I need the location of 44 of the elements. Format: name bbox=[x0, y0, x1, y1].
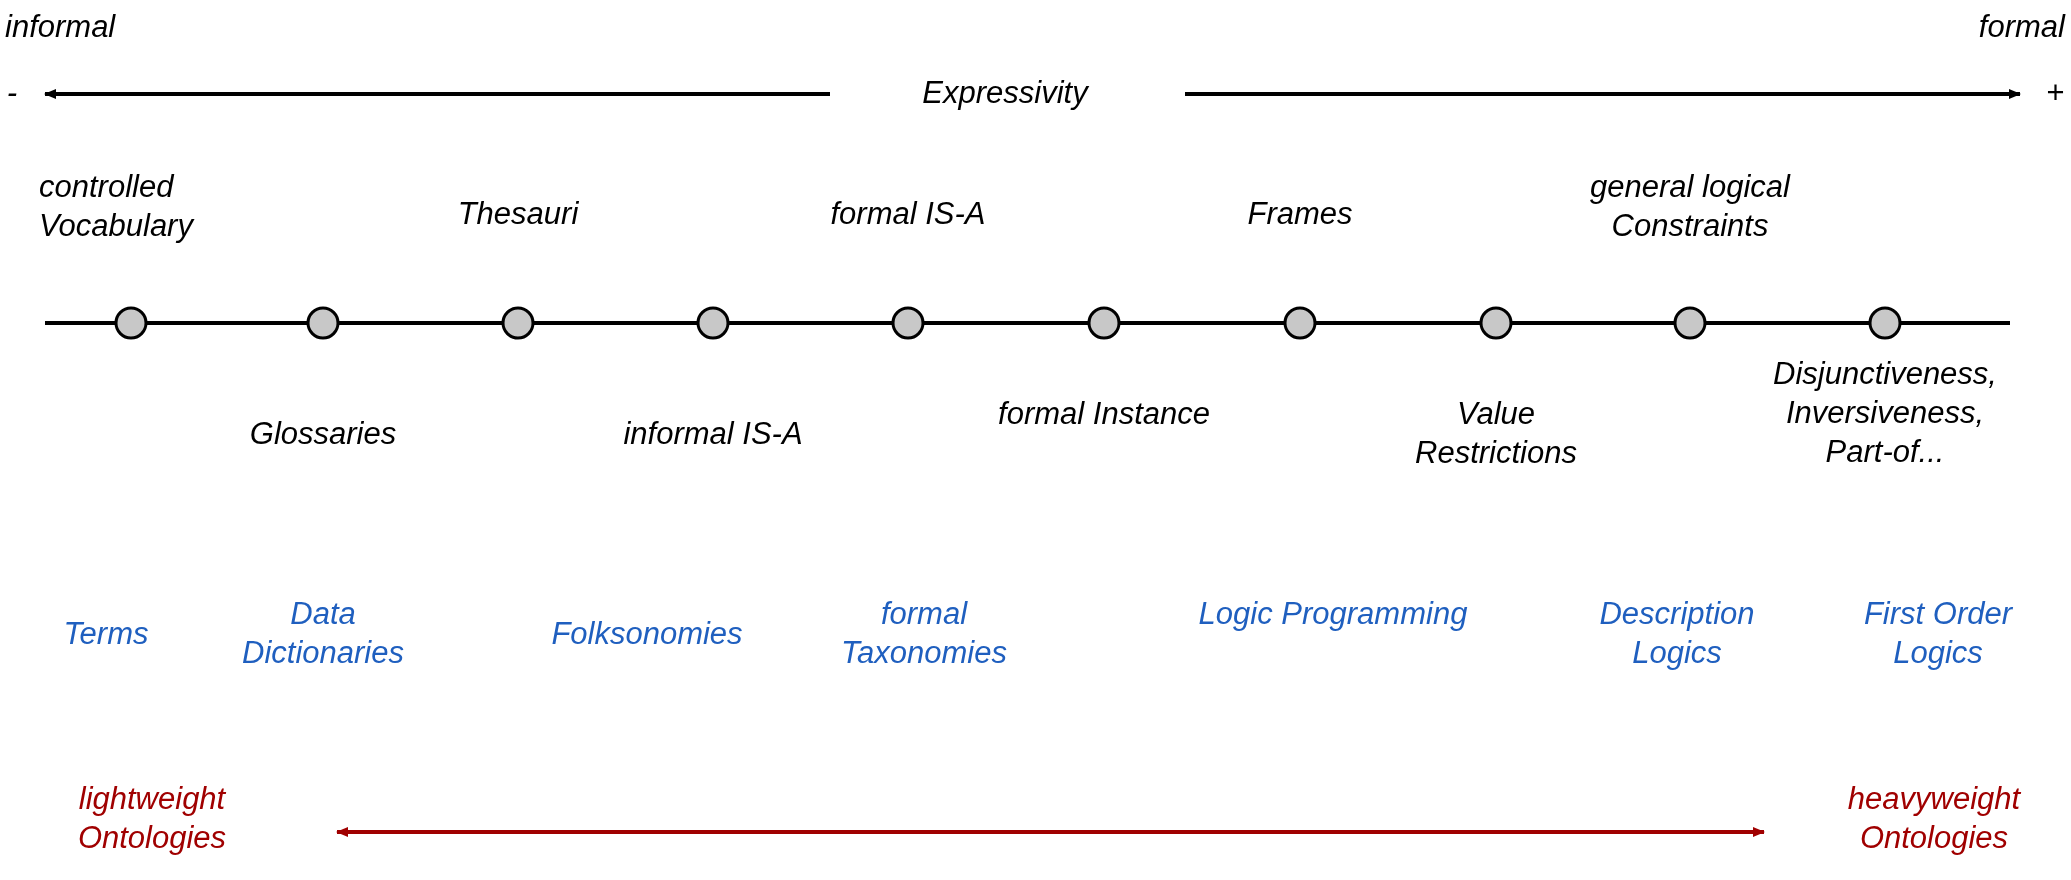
axis-end-label: formal bbox=[1977, 8, 2065, 46]
line bbox=[533, 321, 698, 325]
scale-point bbox=[1283, 306, 1317, 340]
point-label: Value Restrictions bbox=[1414, 395, 1578, 472]
category-label: Data Dictionaries bbox=[241, 595, 405, 672]
scale-point bbox=[1479, 306, 1513, 340]
scale-end-label: heavyweight Ontologies bbox=[1819, 780, 2049, 858]
category-label: First Order Logics bbox=[1862, 595, 2014, 672]
scale-end-label: lightweight Ontologies bbox=[37, 780, 267, 858]
axis-label: Expressivity bbox=[921, 74, 1090, 112]
point-label: formal Instance bbox=[997, 395, 1211, 433]
scale-point bbox=[891, 306, 925, 340]
line bbox=[1315, 321, 1481, 325]
scale-point bbox=[696, 306, 730, 340]
line bbox=[728, 321, 893, 325]
arrow bbox=[336, 827, 1765, 837]
point-label: controlled Vocabulary bbox=[39, 168, 196, 245]
axis-end-label: informal bbox=[5, 8, 117, 46]
scale-point bbox=[306, 306, 340, 340]
scale-point bbox=[1673, 306, 1707, 340]
category-label: Description Logics bbox=[1598, 595, 1756, 672]
plus-sign: + bbox=[2044, 74, 2066, 112]
line bbox=[338, 321, 503, 325]
line bbox=[1119, 321, 1285, 325]
minus-sign: - bbox=[5, 74, 19, 112]
line bbox=[146, 321, 308, 325]
category-label: Logic Programming bbox=[1197, 595, 1469, 633]
category-label: Folksonomies bbox=[550, 615, 744, 653]
point-label: Thesauri bbox=[456, 195, 580, 233]
scale-point bbox=[501, 306, 535, 340]
line bbox=[1705, 321, 1870, 325]
line bbox=[1511, 321, 1675, 325]
point-label: informal IS-A bbox=[622, 415, 804, 453]
point-label: Frames bbox=[1246, 195, 1354, 233]
scale-point bbox=[114, 306, 148, 340]
category-label: Terms bbox=[62, 615, 150, 653]
line bbox=[923, 321, 1089, 325]
scale-point bbox=[1087, 306, 1121, 340]
scale-point bbox=[1868, 306, 1902, 340]
point-label: Glossaries bbox=[248, 415, 398, 453]
category-label: formal Taxonomies bbox=[840, 595, 1008, 672]
point-label: Disjunctiveness, Inversiveness, Part-of... bbox=[1772, 355, 1998, 471]
point-label: formal IS-A bbox=[829, 195, 987, 233]
point-label: general logical Constraints bbox=[1589, 168, 1792, 245]
